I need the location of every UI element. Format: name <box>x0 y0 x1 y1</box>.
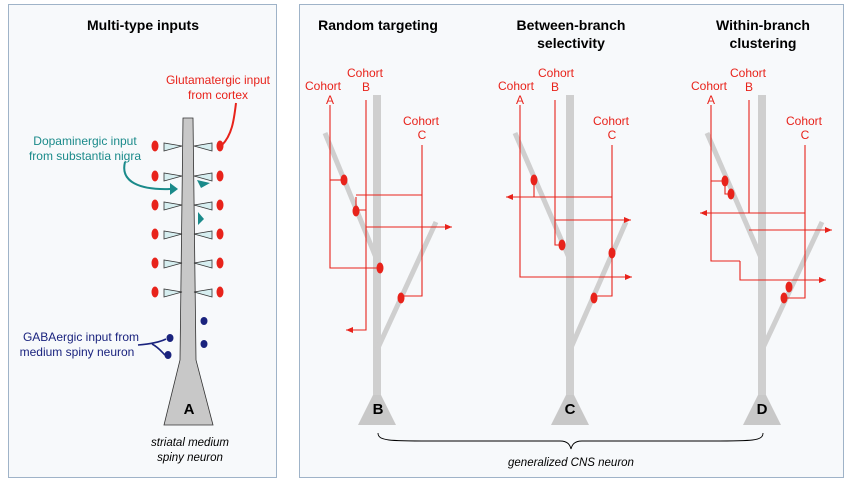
gabaergic-axon <box>137 338 167 356</box>
glutamatergic-label-2: from cortex <box>188 88 248 102</box>
dopaminergic-axon <box>123 161 171 191</box>
panel-d-title-2: clustering <box>730 35 797 51</box>
panel-c-synapses <box>530 174 616 304</box>
panel-c-cohort-a-1: Cohort <box>498 79 535 93</box>
bottom-brace <box>377 432 764 450</box>
dopaminergic-label-1: Dopaminergic input <box>33 134 137 148</box>
panel-c-cohort-axons <box>506 100 632 297</box>
panel-d-cohort-b-1: Cohort <box>730 66 767 80</box>
panel-a-title: Multi-type inputs <box>87 17 199 33</box>
panel-c-cohort-b-1: Cohort <box>538 66 575 80</box>
panel-c-letter: C <box>565 401 576 418</box>
panel-d-cohort-axons <box>700 100 832 299</box>
panel-b-neuron <box>322 95 439 425</box>
panel-multi-type-inputs <box>8 4 277 478</box>
glutamatergic-axon <box>221 102 237 146</box>
glutamatergic-synapses <box>151 140 224 298</box>
gabaergic-label-2: medium spiny neuron <box>20 345 135 359</box>
panel-c-title-1: Between-branch <box>517 17 626 33</box>
panel-a-letter: A <box>184 401 195 418</box>
panel-c-neuron <box>512 95 629 425</box>
panel-d-cohort-c-1: Cohort <box>786 114 823 128</box>
panel-b-cohort-a-1: Cohort <box>305 79 342 93</box>
panel-b-cohort-b-1: Cohort <box>347 66 384 80</box>
panel-b-cohort-c-1: Cohort <box>403 114 440 128</box>
panel-c-cohort-c-1: Cohort <box>593 114 630 128</box>
glutamatergic-label-1: Glutamatergic input <box>166 73 271 87</box>
panel-b-synapses <box>340 174 405 304</box>
panel-d-cohort-a-2: A <box>707 93 715 107</box>
panel-d-letter: D <box>757 401 768 418</box>
spiny-neuron-dendrite <box>163 117 214 426</box>
gabaergic-synapses <box>164 317 208 359</box>
dendritic-spines <box>163 142 213 298</box>
dopaminergic-terminal <box>198 212 204 225</box>
panel-d-cohort-c-2: C <box>801 128 810 142</box>
panel-a-caption-2: spiny neuron <box>157 452 223 464</box>
panel-b-cohort-c-2: C <box>418 128 427 142</box>
panel-a-caption-1: striatal medium <box>151 437 229 449</box>
panel-b-cohort-axons <box>329 100 452 333</box>
panel-b-cohort-b-2: B <box>362 80 370 94</box>
bottom-caption: generalized CNS neuron <box>508 457 634 469</box>
panel-d-synapses <box>721 175 793 304</box>
panel-d-cohort-a-1: Cohort <box>691 79 728 93</box>
panel-c-cohort-c-2: C <box>608 128 617 142</box>
panel-d-title-1: Within-branch <box>716 17 810 33</box>
panel-b-title: Random targeting <box>318 17 438 33</box>
panel-c-title-2: selectivity <box>537 35 605 51</box>
panel-b-cohort-a-2: A <box>326 93 334 107</box>
gabaergic-label-1: GABAergic input from <box>23 330 139 344</box>
dopaminergic-terminal <box>170 183 178 195</box>
panel-c-cohort-a-2: A <box>516 93 524 107</box>
dopaminergic-terminal <box>197 180 210 188</box>
panel-c-cohort-b-2: B <box>551 80 559 94</box>
panel-b-letter: B <box>373 401 384 418</box>
dopaminergic-label-2: from substantia nigra <box>29 149 141 163</box>
panel-d-cohort-b-2: B <box>745 80 753 94</box>
